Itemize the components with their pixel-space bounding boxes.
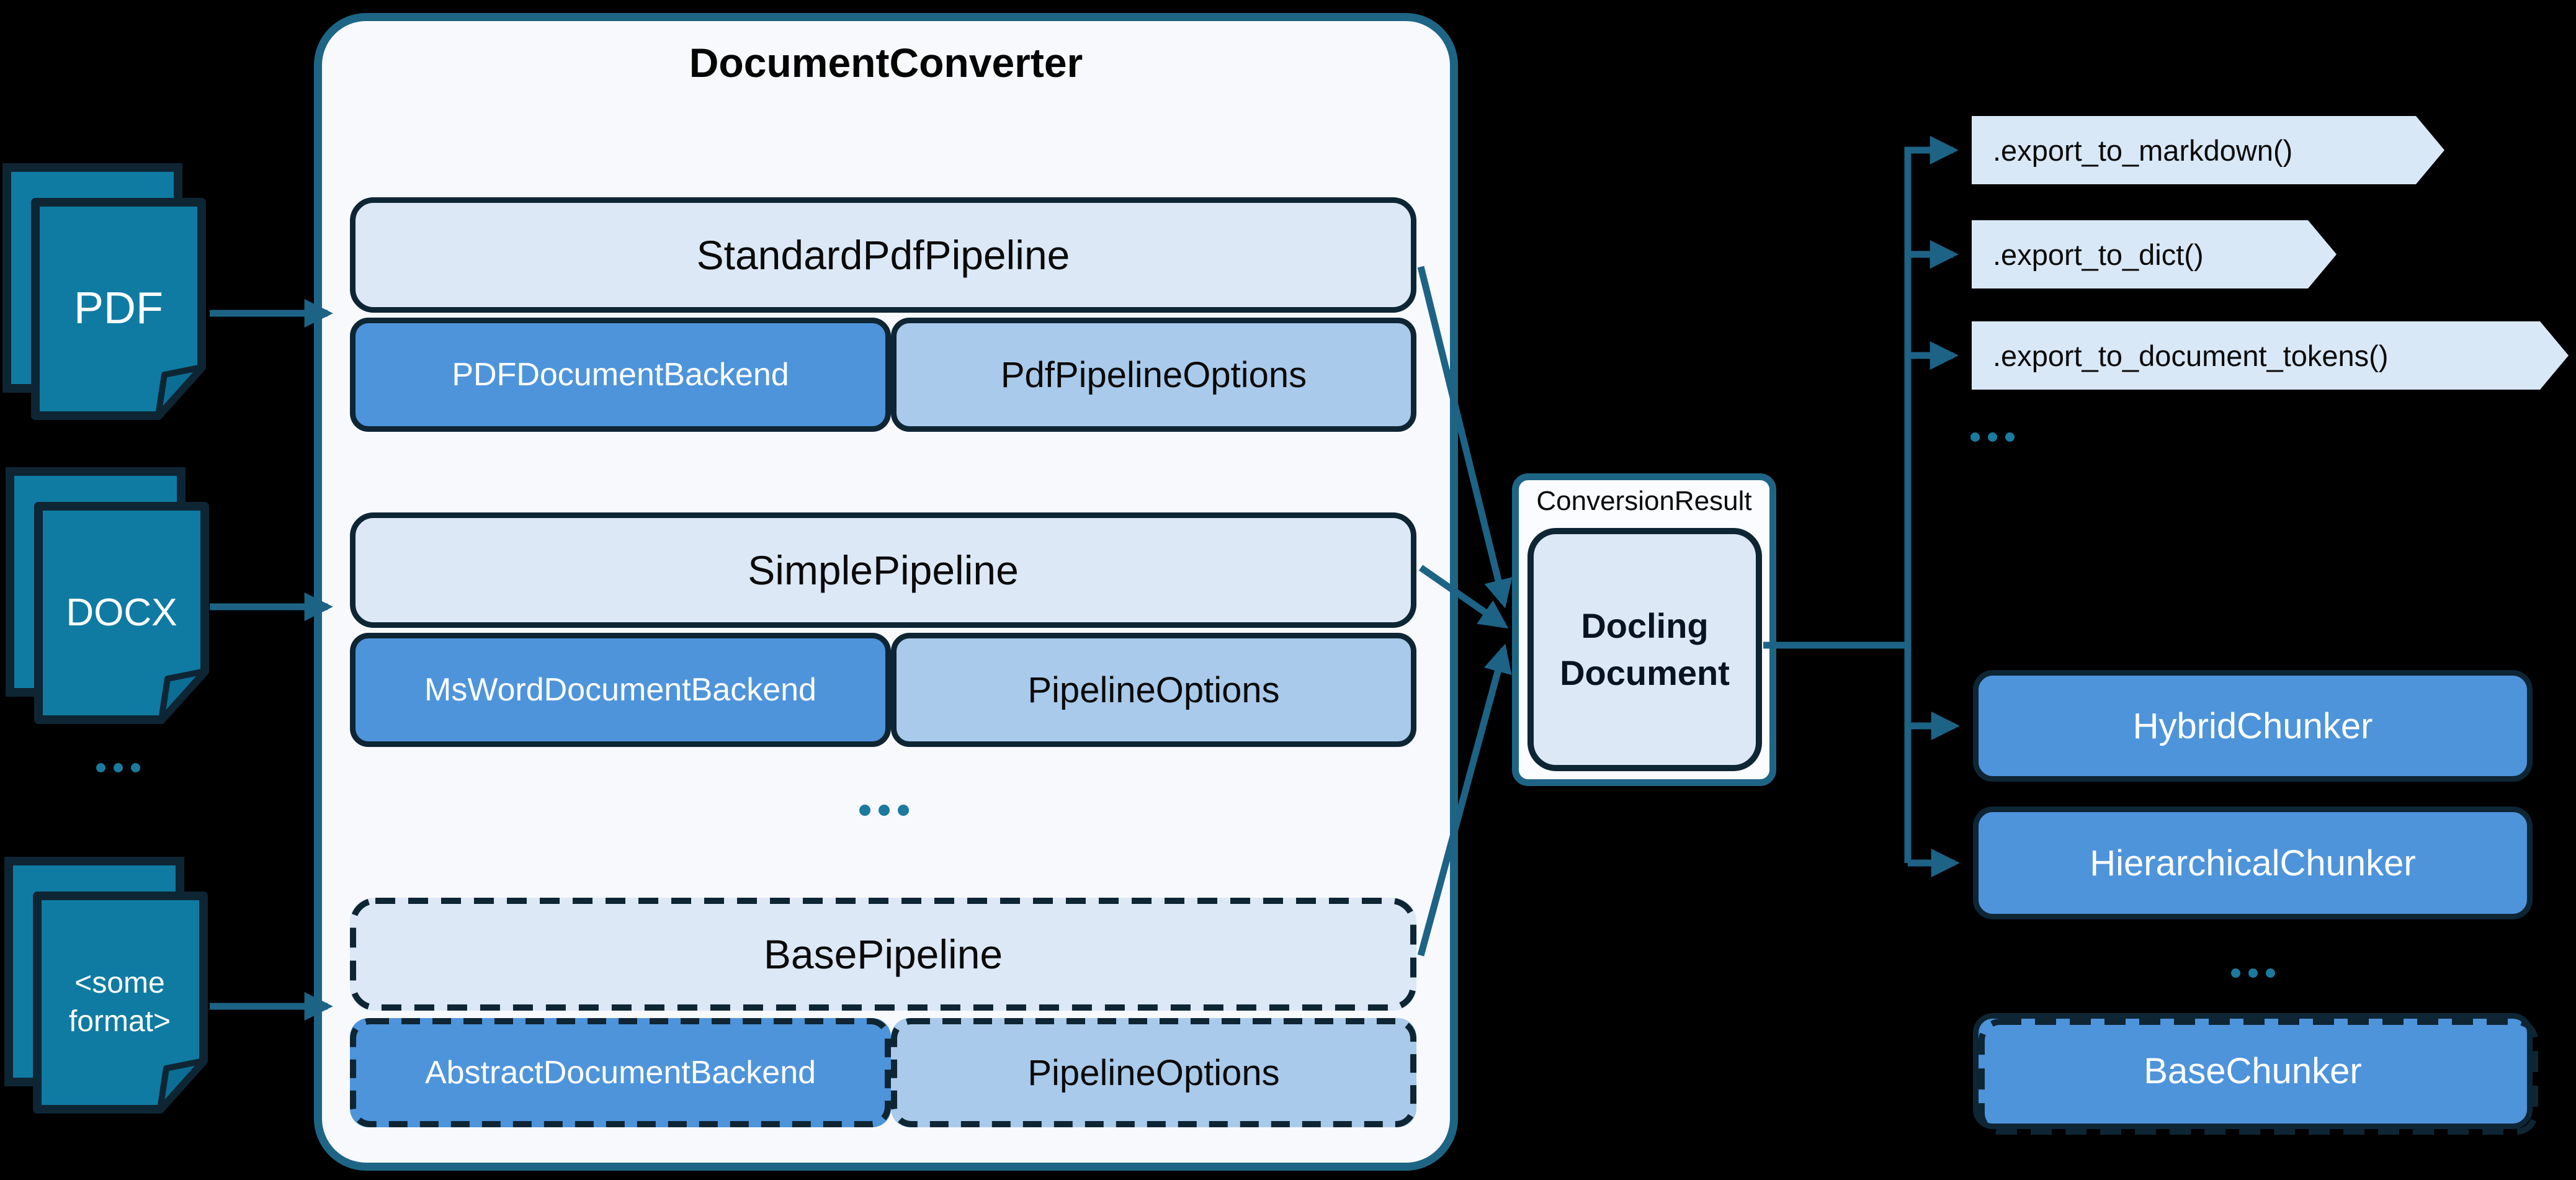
backend-label: MsWordDocumentBackend xyxy=(424,672,816,708)
export-method-label: .export_to_markdown() xyxy=(1993,133,2293,167)
options-label: PdfPipelineOptions xyxy=(1000,354,1307,395)
ellipsis-dots-converter xyxy=(834,797,934,824)
document-stack-icon xyxy=(6,467,209,724)
backend-label: PDFDocumentBackend xyxy=(452,357,789,393)
document-stack-icon xyxy=(4,857,208,1114)
msword-document-backend-box: MsWordDocumentBackend xyxy=(350,633,891,747)
pipeline-label: SimplePipeline xyxy=(748,547,1019,593)
backend-label: AbstractDocumentBackend xyxy=(424,1055,816,1091)
chunker-label: BaseChunker xyxy=(2144,1051,2362,1091)
document-converter-title: DocumentConverter xyxy=(689,40,1083,86)
docling-line1: Docling xyxy=(1581,606,1709,646)
document-stack-icon xyxy=(2,163,206,420)
input-doc-some-format: <some format> xyxy=(4,856,212,1114)
pipeline-options-box: PipelineOptions xyxy=(891,633,1416,747)
arrow-to-export-markdown xyxy=(1904,135,1959,645)
export-method-label: .export_to_dict() xyxy=(1993,238,2204,271)
base-pipeline-box: BasePipeline xyxy=(350,898,1416,1011)
abstract-document-backend-box: AbstractDocumentBackend xyxy=(350,1018,891,1127)
docling-line2: Document xyxy=(1560,653,1730,692)
conversion-result-label: ConversionResult xyxy=(1536,486,1752,516)
options-label: PipelineOptions xyxy=(1027,1052,1280,1093)
input-label: DOCX xyxy=(66,591,177,634)
pipeline-label: StandardPdfPipeline xyxy=(696,232,1070,278)
input-label: <some format> xyxy=(68,966,171,1038)
standard-pdf-pipeline-box: StandardPdfPipeline xyxy=(350,197,1416,313)
ellipsis-dots-inputs xyxy=(81,754,155,781)
pipeline-label: BasePipeline xyxy=(763,931,1003,977)
base-pipeline-options-box: PipelineOptions xyxy=(891,1018,1416,1127)
docling-document-box: Docling Document xyxy=(1527,528,1762,771)
export-method-label: .export_to_document_tokens() xyxy=(1993,339,2389,372)
input-doc-docx: DOCX xyxy=(5,467,213,725)
input-label: PDF xyxy=(74,284,163,334)
base-chunker-box: BaseChunker xyxy=(1973,1013,2538,1135)
pdf-document-backend-box: PDFDocumentBackend xyxy=(350,318,891,432)
hierarchical-chunker-box: HierarchicalChunker xyxy=(1973,807,2533,919)
hybrid-chunker-box: HybridChunker xyxy=(1973,670,2533,782)
export-to-document-tokens-chevron: .export_to_document_tokens() xyxy=(1972,321,2569,390)
export-to-markdown-chevron: .export_to_markdown() xyxy=(1972,116,2444,184)
ellipsis-dots-exports xyxy=(1970,423,2039,450)
simple-pipeline-box: SimplePipeline xyxy=(350,512,1416,628)
options-label: PipelineOptions xyxy=(1027,669,1280,710)
chunker-label: HierarchicalChunker xyxy=(2090,843,2416,883)
chunker-label: HybridChunker xyxy=(2132,705,2373,746)
export-to-dict-chevron: .export_to_dict() xyxy=(1972,220,2337,288)
ellipsis-dots-chunkers xyxy=(2203,959,2302,986)
input-doc-pdf: PDF xyxy=(2,163,210,421)
pdf-pipeline-options-box: PdfPipelineOptions xyxy=(891,318,1416,432)
